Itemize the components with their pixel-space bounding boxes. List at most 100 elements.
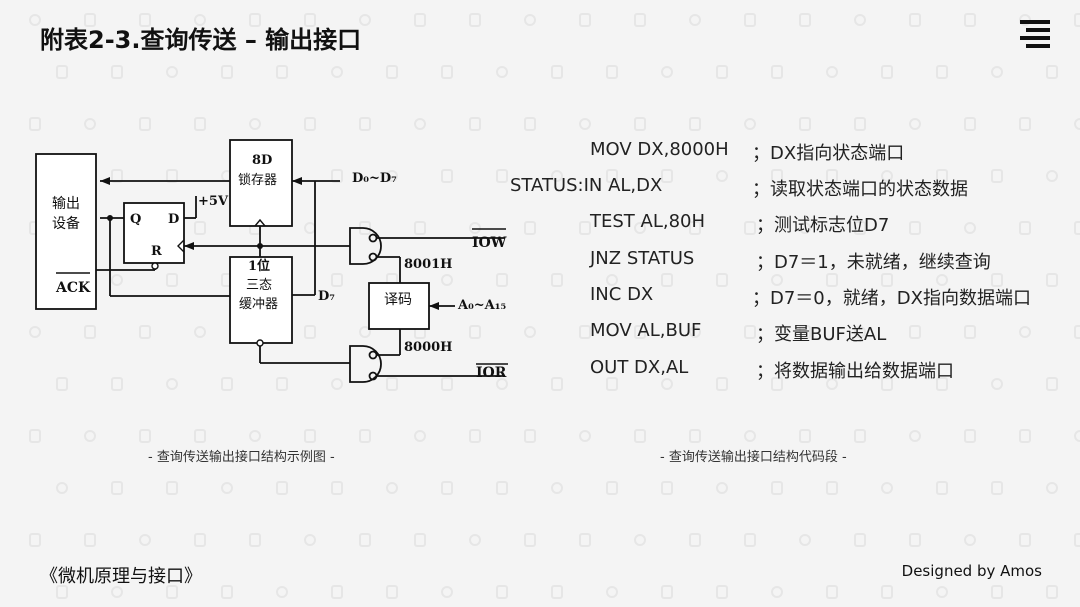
ff-q-label: Q <box>130 212 141 227</box>
background-pattern-mark <box>1019 221 1031 235</box>
page-title: 附表2-3.查询传送 – 输出接口 <box>40 26 362 54</box>
background-pattern-mark <box>799 429 811 443</box>
background-pattern-mark <box>606 377 618 391</box>
code-line: MOV DX,8000H <box>590 139 729 160</box>
background-pattern-mark <box>606 65 618 79</box>
background-pattern-mark <box>29 326 41 338</box>
background-pattern-mark <box>139 534 151 546</box>
background-pattern-mark <box>111 377 123 391</box>
background-pattern-mark <box>881 377 893 391</box>
background-pattern-mark <box>606 586 618 598</box>
background-pattern-mark <box>1046 273 1058 287</box>
background-pattern-mark <box>304 429 316 443</box>
background-pattern-mark <box>359 117 371 131</box>
background-pattern-mark <box>799 325 811 339</box>
background-pattern-mark <box>331 378 343 390</box>
background-pattern-mark <box>166 273 178 287</box>
background-pattern-mark <box>524 14 536 26</box>
hamburger-menu-icon[interactable] <box>1020 20 1050 50</box>
background-pattern-mark <box>1046 65 1058 79</box>
background-pattern-mark <box>1074 533 1080 547</box>
background-pattern-mark <box>304 534 316 546</box>
background-pattern-mark <box>496 585 508 599</box>
background-pattern-mark <box>744 430 756 442</box>
background-pattern-mark <box>689 117 701 131</box>
background-pattern-mark <box>331 585 343 599</box>
background-pattern-mark <box>331 273 343 287</box>
background-pattern-mark <box>964 325 976 339</box>
background-pattern-mark <box>524 533 536 547</box>
background-pattern-mark <box>441 274 453 286</box>
background-pattern-mark <box>661 66 673 78</box>
background-pattern-mark <box>414 13 426 27</box>
background-pattern-mark <box>579 118 591 130</box>
book-title: 《微机原理与接口》 <box>40 566 202 587</box>
background-pattern-mark <box>826 66 838 78</box>
background-pattern-mark <box>111 65 123 79</box>
background-pattern-mark <box>826 378 838 390</box>
code-line: JNZ STATUS <box>590 248 694 269</box>
background-pattern-mark <box>716 482 728 494</box>
background-pattern-mark <box>881 170 893 182</box>
background-pattern-mark <box>771 169 783 183</box>
background-pattern-mark <box>496 481 508 495</box>
background-pattern-mark <box>331 481 343 495</box>
background-pattern-mark <box>689 14 701 26</box>
background-pattern-mark <box>634 222 646 234</box>
background-pattern-mark <box>579 325 591 339</box>
background-pattern-mark <box>936 169 948 183</box>
ack-label: ACK <box>55 280 91 296</box>
code-instruction: STATUS:IN AL,DX <box>510 175 663 196</box>
background-pattern-mark <box>909 533 921 547</box>
code-line: STATUS:IN AL,DX <box>510 175 662 196</box>
background-pattern-mark <box>249 13 261 27</box>
background-pattern-mark <box>661 169 673 183</box>
background-pattern-mark <box>386 65 398 79</box>
background-pattern-mark <box>1046 377 1058 391</box>
background-pattern-mark <box>414 430 426 442</box>
background-pattern-mark <box>964 117 976 131</box>
background-pattern-mark <box>84 325 96 339</box>
background-pattern-mark <box>304 117 316 131</box>
decoder-box <box>368 282 430 330</box>
background-pattern-mark <box>744 118 756 130</box>
background-pattern-mark <box>551 377 563 391</box>
background-pattern-mark <box>56 377 68 391</box>
background-pattern-mark <box>826 585 838 599</box>
code-instruction: OUT DX,AL <box>590 357 689 378</box>
output-device-box <box>35 153 97 310</box>
background-pattern-mark <box>84 118 96 130</box>
background-pattern-mark <box>386 585 398 599</box>
output-device-label-1: 输出 <box>52 196 80 212</box>
background-pattern-mark <box>166 66 178 78</box>
background-pattern-mark <box>84 13 96 27</box>
background-pattern-mark <box>441 586 453 598</box>
code-instruction: JNZ STATUS <box>590 248 695 269</box>
background-pattern-mark <box>991 273 1003 287</box>
background-pattern-mark <box>496 169 508 183</box>
background-pattern-mark <box>139 117 151 131</box>
background-pattern-mark <box>991 169 1003 183</box>
background-pattern-mark <box>991 585 1003 599</box>
background-pattern-mark <box>276 481 288 495</box>
addr-8001-label: 8001H <box>404 257 452 272</box>
background-pattern-mark <box>716 377 728 391</box>
background-pattern-mark <box>1046 585 1058 599</box>
background-pattern-mark <box>606 169 618 183</box>
background-pattern-mark <box>909 118 921 130</box>
background-pattern-mark <box>469 222 481 234</box>
background-pattern-mark <box>991 481 1003 495</box>
background-pattern-mark <box>799 222 811 234</box>
background-pattern-mark <box>936 586 948 598</box>
background-pattern-mark <box>716 65 728 79</box>
background-pattern-mark <box>84 430 96 442</box>
background-pattern-mark <box>441 169 453 183</box>
background-pattern-mark <box>1019 326 1031 338</box>
vcc-label: +5V <box>198 194 229 209</box>
background-pattern-mark <box>826 481 838 495</box>
background-pattern-mark <box>661 273 673 287</box>
background-pattern-mark <box>194 533 206 547</box>
background-pattern-mark <box>634 429 646 443</box>
background-pattern-mark <box>496 378 508 390</box>
d7-label: D₇ <box>318 289 335 304</box>
